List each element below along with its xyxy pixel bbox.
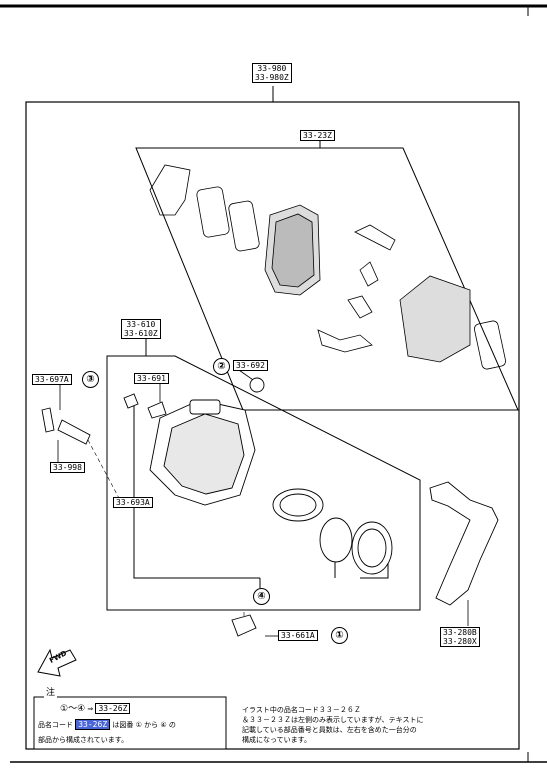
right-note-line-1: イラスト中の品名コード３３－２６Ｚ <box>242 706 361 714</box>
note-code: 33-26Z <box>95 703 131 714</box>
pin-boot-label: 33-693A <box>113 497 153 508</box>
bracket-code-a: 33-280B <box>443 628 477 637</box>
right-note-line-3: 記載している部品番号と員数は、左右を含めた一台分の <box>242 726 417 734</box>
marker-1: ① <box>331 627 348 644</box>
bracket-code-b: 33-280X <box>443 637 477 646</box>
note-line-3: 部品から構成されています。 <box>38 736 129 744</box>
note-line-1: ①～④ ⇒ 33-26Z <box>60 703 131 714</box>
note-prefix: 品名コード <box>38 721 73 729</box>
caliper-code-a: 33-610 <box>126 320 156 329</box>
bleeder-label: 33-691 <box>134 373 169 384</box>
assembly-code-a: 33-980 <box>257 64 287 73</box>
guide-pin-label: 33-697A <box>32 374 72 385</box>
pad-kit-label: 33-23Z <box>300 130 335 141</box>
marker-4: ④ <box>253 588 270 605</box>
note-title: 注 <box>44 688 58 698</box>
caliper-label: 33-610 33-610Z <box>121 319 161 339</box>
marker-3: ③ <box>82 371 99 388</box>
note-arrow: ⇒ <box>87 705 94 713</box>
caliper-code-b: 33-610Z <box>124 329 158 338</box>
right-note-line-4: 構成になっています。 <box>242 736 311 744</box>
note-highlight-code: 33-26Z <box>75 719 111 730</box>
note-range: ①～④ <box>60 704 86 714</box>
note-line-2: 品名コード 33-26Z は図番 ① から ④ の <box>38 719 176 730</box>
pin-sub-label: 33-998 <box>50 462 85 473</box>
assembly-code-b: 33-980Z <box>255 73 289 82</box>
note-suffix: は図番 ① から ④ の <box>112 721 176 729</box>
right-note: イラスト中の品名コード３３－２６Ｚ ＆３３－２３Ｚは左側のみ表示していますが、テ… <box>242 705 423 745</box>
marker-2: ② <box>213 358 230 375</box>
boot-label: 33-692 <box>233 360 268 371</box>
bolt-label: 33-661A <box>278 630 318 641</box>
bracket-label: 33-280B 33-280X <box>440 627 480 647</box>
right-note-line-2: ＆３３－２３Ｚは左側のみ表示していますが、テキストに <box>242 716 424 724</box>
assembly-label: 33-980 33-980Z <box>252 63 292 83</box>
